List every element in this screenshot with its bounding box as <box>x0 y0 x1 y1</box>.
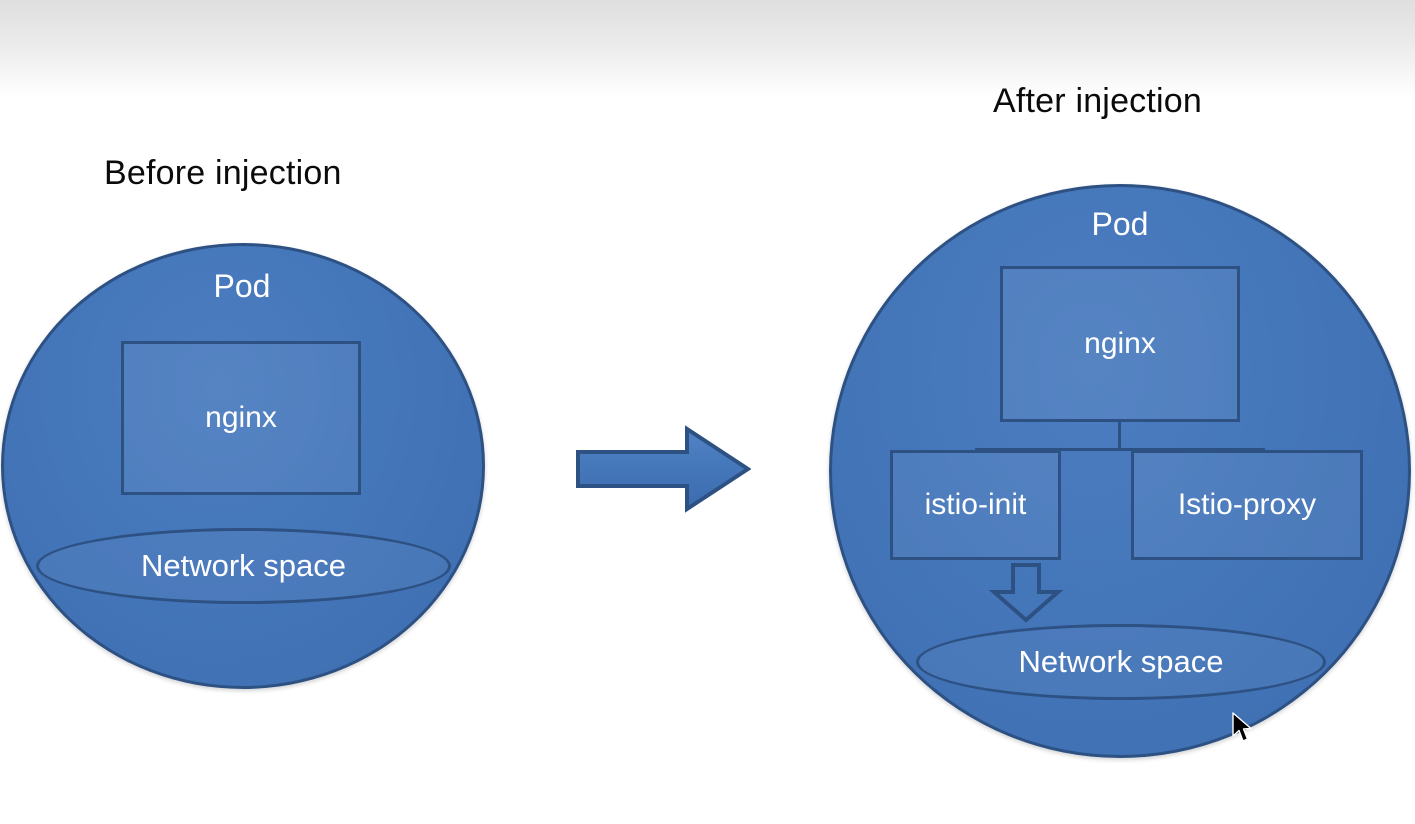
network-space-ellipse-before: Network space <box>36 528 451 604</box>
top-gradient-band <box>0 0 1415 96</box>
down-arrow-icon <box>988 563 1064 623</box>
connector-line-vertical <box>1118 422 1121 450</box>
container-label-nginx-after: nginx <box>1084 327 1156 360</box>
container-label-istio-init: istio-init <box>924 488 1027 521</box>
container-box-istio-proxy: Istio-proxy <box>1131 450 1363 560</box>
caption-before-injection: Before injection <box>104 154 342 192</box>
right-arrow-icon <box>576 425 751 513</box>
container-box-nginx-before: nginx <box>121 341 361 495</box>
connector-line-horizontal <box>975 448 1265 451</box>
network-space-label-after: Network space <box>1018 644 1224 679</box>
network-space-ellipse-after: Network space <box>916 624 1326 700</box>
pod-circle-before <box>1 243 485 689</box>
pod-label-after: Pod <box>1091 206 1149 242</box>
container-box-nginx-after: nginx <box>1000 266 1240 422</box>
container-label-istio-proxy: Istio-proxy <box>1177 488 1317 521</box>
container-box-istio-init: istio-init <box>890 450 1061 560</box>
pod-label-before: Pod <box>213 268 271 304</box>
network-space-label-before: Network space <box>140 548 347 583</box>
caption-after-injection: After injection <box>993 82 1202 120</box>
container-label-nginx-before: nginx <box>205 401 277 434</box>
